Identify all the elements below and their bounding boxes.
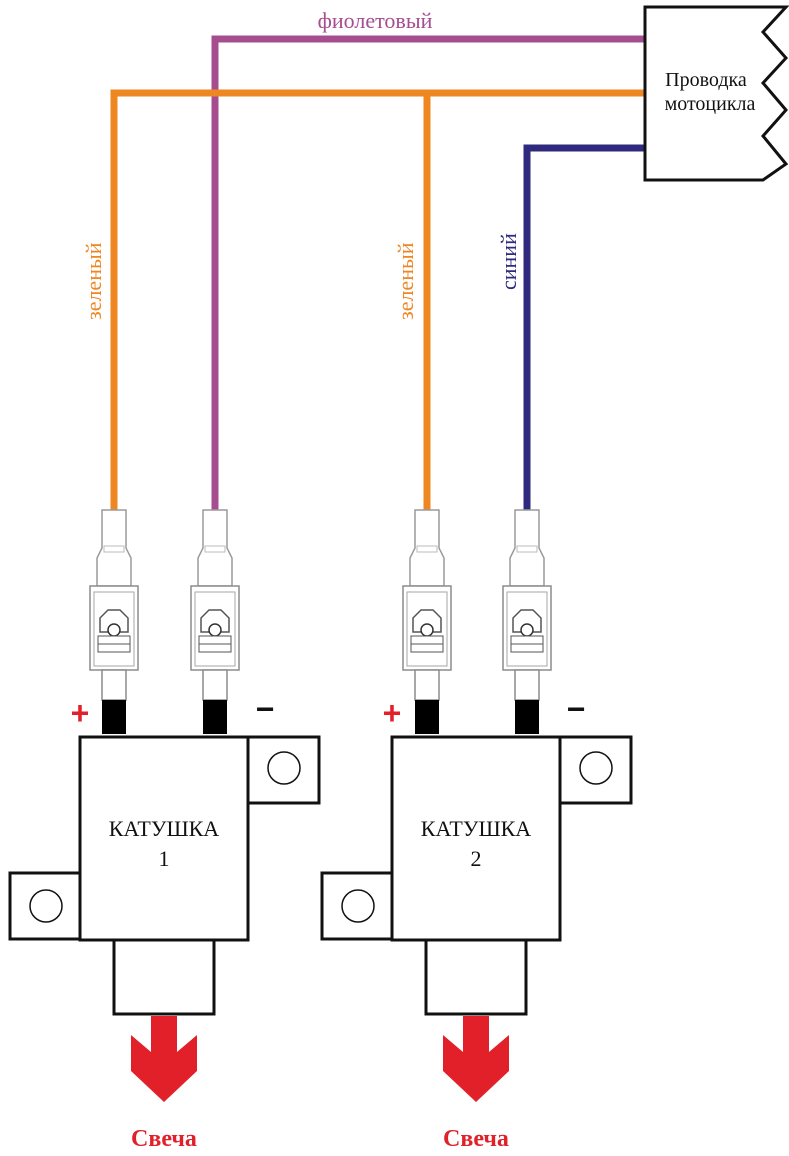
coil-1-title: КАТУШКА — [109, 816, 220, 841]
wire-green-1 — [110, 89, 645, 548]
coil-2-arrow-icon — [443, 1016, 509, 1102]
coil-1-boot — [112, 938, 216, 1016]
coil-1: КАТУШКА 1 + − Свеча — [8, 691, 321, 1152]
wire-violet — [211, 35, 645, 548]
label-green-1: зеленый — [81, 242, 106, 320]
coil-2-minus-sign: − — [567, 691, 586, 727]
connector-coil2-minus — [502, 509, 552, 735]
coil-1-plus-sign: + — [71, 695, 90, 731]
coil-1-ear-right-hole — [267, 751, 301, 785]
coil-1-arrow-icon — [131, 1016, 197, 1102]
label-blue: синий — [496, 233, 521, 290]
coil-2-ear-right — [558, 735, 633, 805]
label-green-2: зеленый — [393, 242, 418, 320]
connectors — [89, 509, 552, 735]
wire-blue — [523, 144, 645, 548]
coil-1-number: 1 — [159, 846, 170, 871]
coil-2-ear-left-hole — [341, 889, 375, 923]
harness-label-line2: мотоцикла — [665, 93, 756, 115]
coil-2-plus-sign: + — [383, 695, 402, 731]
connector-coil1-plus — [89, 509, 139, 735]
coil-2-title: КАТУШКА — [421, 816, 532, 841]
coil-1-ear-left-hole — [29, 889, 63, 923]
coil-2-ear-right-hole — [579, 751, 613, 785]
coil-1-minus-sign: − — [256, 691, 275, 727]
wires — [110, 35, 645, 548]
harness-block: Проводка мотоцикла — [643, 5, 789, 182]
coil-2: КАТУШКА 2 + − Свеча — [320, 691, 633, 1152]
coil-2-number: 2 — [471, 846, 482, 871]
coil-1-output-label: Свеча — [131, 1126, 197, 1152]
harness-label-line1: Проводка — [665, 69, 747, 91]
coil-2-output-label: Свеча — [443, 1126, 509, 1152]
harness-outline — [643, 5, 789, 182]
coil-2-boot — [424, 938, 528, 1016]
connector-coil1-minus — [190, 509, 240, 735]
label-violet: фиолетовый — [318, 8, 433, 33]
connector-coil2-plus — [402, 509, 452, 735]
